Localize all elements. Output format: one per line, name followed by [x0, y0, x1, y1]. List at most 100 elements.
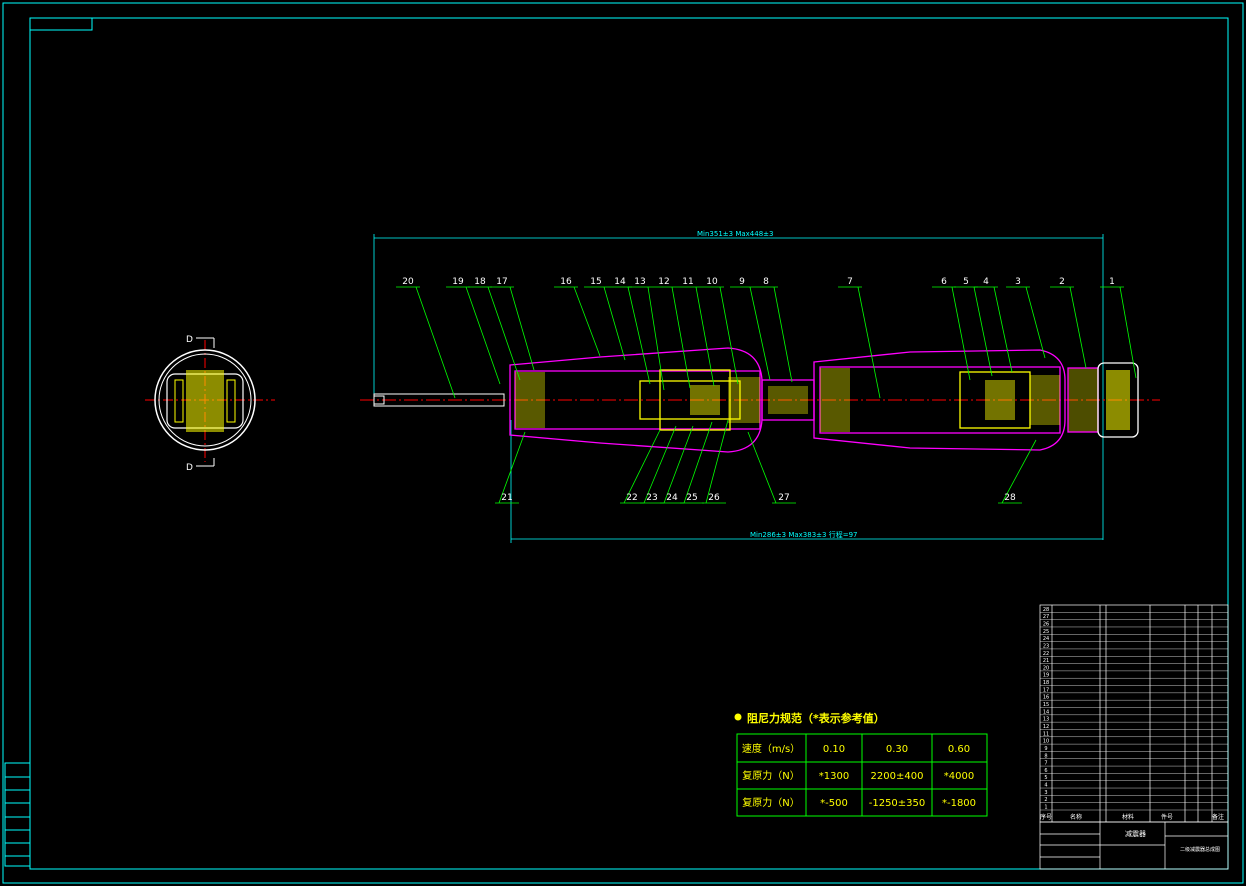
title-block-part-name: 减震器 [1125, 829, 1146, 838]
balloon-number: 23 [646, 493, 657, 503]
balloon-number: 11 [682, 277, 693, 287]
body-dimension [510, 420, 1103, 543]
leader-line [573, 286, 601, 357]
leader-line [695, 286, 715, 387]
leader-line [509, 286, 535, 371]
damping-table-cell: *4000 [944, 771, 974, 782]
balloon-number: 19 [452, 277, 464, 287]
damping-table-cell: 0.10 [823, 744, 845, 755]
balloon-number: 27 [778, 493, 789, 503]
leader-line [671, 286, 691, 389]
leader-line [663, 425, 694, 504]
leader-line [973, 286, 993, 377]
leader-line [498, 431, 526, 504]
leader-line [623, 429, 661, 504]
balloon-number: 4 [983, 277, 989, 287]
parts-footer-label: 材料 [1122, 813, 1134, 821]
parts-row-number: 20 [1043, 665, 1049, 671]
parts-row-number: 19 [1043, 673, 1049, 679]
damping-table-cell: 复原力（N） [742, 796, 799, 809]
balloon-number: 8 [763, 277, 769, 287]
overall-length-label: Min351±3 Max448±3 [697, 230, 773, 238]
damping-table-cell: 2200±400 [871, 771, 924, 782]
leader-line [749, 286, 771, 381]
piston-rod [373, 393, 505, 407]
overall-dimension [373, 234, 1104, 540]
section-label-bottom: D [186, 463, 193, 473]
balloon-number: 16 [560, 277, 572, 287]
parts-footer-label: 备注 [1212, 813, 1224, 821]
damping-table [734, 713, 988, 817]
parts-row-number: 26 [1043, 621, 1049, 627]
balloon-number: 9 [739, 277, 745, 287]
parts-row-number: 9 [1044, 746, 1047, 752]
leader-line [951, 286, 971, 381]
leader-line [1025, 286, 1046, 359]
parts-row-number: 27 [1043, 614, 1049, 620]
parts-row-number: 12 [1043, 724, 1049, 730]
balloon-number: 1 [1109, 277, 1115, 287]
parts-row-number: 10 [1043, 739, 1049, 745]
leader-line [465, 286, 501, 385]
leader-line [857, 286, 881, 399]
parts-footer-label: 件号 [1161, 813, 1173, 821]
damping-table-cell: *-1800 [942, 798, 976, 809]
parts-row-number: 8 [1044, 753, 1047, 759]
leader-line [1001, 439, 1037, 504]
damping-table-title: 阻尼力规范（*表示参考值） [747, 711, 885, 725]
parts-row-number: 22 [1043, 651, 1049, 657]
balloon-number: 20 [402, 277, 414, 287]
title-block-drawing-title: 二级减震器总成图 [1180, 846, 1220, 853]
parts-list-rows: 2827262524232221201918171615141312111098… [1040, 607, 1228, 811]
parts-row-number: 3 [1044, 790, 1047, 796]
balloon-number: 22 [626, 493, 637, 503]
leader-line [603, 286, 626, 361]
damping-table-cell: *1300 [819, 771, 849, 782]
parts-row-number: 2 [1044, 797, 1047, 803]
leader-line [627, 286, 651, 385]
parts-row-number: 1 [1044, 805, 1047, 811]
eye-bushing [1067, 362, 1139, 438]
balloon-number: 2 [1059, 277, 1065, 287]
parts-row-number: 5 [1044, 775, 1047, 781]
corner-tag [29, 17, 93, 31]
parts-row-number: 18 [1043, 680, 1049, 686]
inner-frame [29, 17, 1229, 870]
balloon-number: 7 [847, 277, 853, 287]
balloon-number: 13 [634, 277, 645, 287]
parts-row-number: 15 [1043, 702, 1049, 708]
parts-row-number: 23 [1043, 643, 1049, 649]
balloon-number: 14 [614, 277, 626, 287]
section-label-top: D [186, 335, 193, 345]
parts-row-number: 28 [1043, 607, 1049, 613]
leader-line [1069, 286, 1087, 369]
balloon-number: 28 [1004, 493, 1016, 503]
leader-line [487, 286, 521, 381]
middle-connector [761, 379, 815, 421]
leader-line [643, 425, 677, 504]
parts-row-number: 16 [1043, 695, 1049, 701]
cylinder-right [813, 349, 1066, 451]
parts-row-number: 11 [1043, 731, 1049, 737]
balloon-number: 18 [474, 277, 486, 287]
parts-row-number: 7 [1044, 761, 1047, 767]
leader-line [705, 419, 729, 504]
damping-table-cell: 复原力（N） [742, 769, 799, 782]
leader-line [747, 431, 777, 504]
damping-table-cell: 速度（m/s） [742, 742, 800, 755]
balloon-number: 12 [658, 277, 669, 287]
parts-list [1039, 604, 1229, 823]
balloon-number: 3 [1015, 277, 1021, 287]
parts-row-number: 14 [1043, 709, 1049, 715]
balloon-number: 24 [666, 493, 678, 503]
leader-line [647, 286, 665, 391]
leader-line [993, 286, 1013, 373]
end-view [145, 337, 275, 467]
parts-footer-label: 序号 [1040, 813, 1052, 821]
left-margin-table [4, 762, 31, 867]
damping-table-cell: *-500 [820, 798, 848, 809]
parts-row-number: 4 [1044, 783, 1047, 789]
cylinder-left [509, 347, 763, 453]
